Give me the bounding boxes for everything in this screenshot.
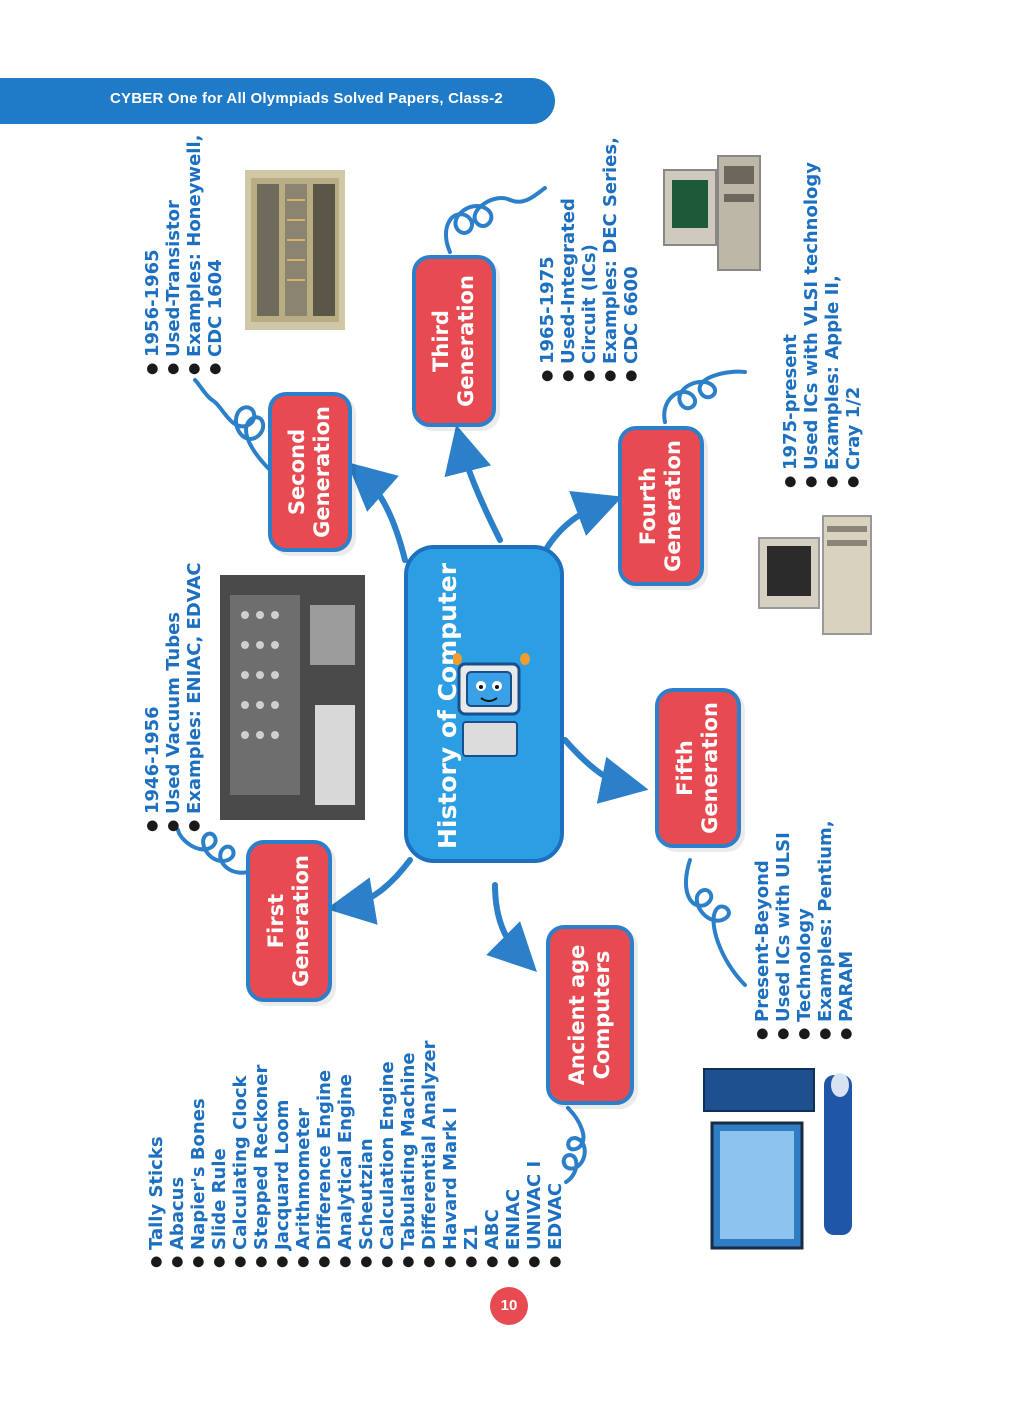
- arrow-to-second: [346, 462, 408, 563]
- list-item: 1956-1965: [142, 135, 163, 375]
- list-item: PARAM: [836, 820, 857, 1040]
- first-generation-photo: [220, 575, 365, 820]
- fifth-generation-photo: [700, 1065, 865, 1255]
- list-item: Present-Beyond: [752, 820, 773, 1040]
- swirl-second: [193, 378, 272, 472]
- second-line1: Second: [285, 428, 309, 516]
- list-item: Used-Integrated: [558, 137, 579, 382]
- list-item: Examples: DEC Series,: [600, 137, 621, 382]
- arrow-to-ancient: [486, 882, 537, 972]
- list-item: Examples: Honeywell,: [184, 135, 205, 375]
- list-item: Scheutzian: [356, 1040, 377, 1268]
- list-item: Tabulating Machine: [398, 1040, 419, 1268]
- list-item: EDVAC: [545, 1040, 566, 1268]
- arrow-to-first: [326, 857, 413, 925]
- third-line1: Third: [429, 310, 453, 372]
- list-item: Z1: [461, 1040, 482, 1268]
- third-generation-photo: [660, 150, 765, 275]
- list-item: 1975-present: [780, 162, 801, 488]
- list-item: Arithmometer: [293, 1040, 314, 1268]
- swirl-first: [176, 828, 257, 875]
- list-item: Difference Engine: [314, 1040, 335, 1268]
- list-item: Examples: Pentium,: [815, 820, 836, 1040]
- list-item: Havard Mark I: [440, 1040, 461, 1268]
- list-item: Used-Transistor: [163, 135, 184, 375]
- fifth-line2: Generation: [698, 702, 722, 834]
- fourth-generation-list: 1975-present Used ICs with VLSI technolo…: [780, 162, 864, 488]
- list-item: CDC 1604: [205, 135, 226, 375]
- list-item: Calculation Engine: [377, 1040, 398, 1268]
- first-generation-list: 1946-1956 Used Vacuum Tubes Examples: EN…: [142, 562, 205, 832]
- ancient-line1: Ancient age: [565, 944, 589, 1086]
- list-item: Examples: ENIAC, EDVAC: [184, 562, 205, 832]
- list-item: Circuit (ICs): [579, 137, 600, 382]
- list-item: Abacus: [167, 1040, 188, 1268]
- center-box: History of Computer: [404, 545, 564, 863]
- first-line2: Generation: [289, 855, 313, 987]
- fifth-generation-list: Present-Beyond Used ICs with ULSI Techno…: [752, 820, 857, 1040]
- header-bar: [0, 78, 555, 124]
- swirl-ancient: [561, 1106, 587, 1184]
- fourth-line1: Fourth: [636, 466, 660, 546]
- list-item: Used Vacuum Tubes: [163, 562, 184, 832]
- list-item: ENIAC: [503, 1040, 524, 1268]
- fifth-line1: Fifth: [673, 740, 697, 796]
- list-item: UNIVAC I: [524, 1040, 545, 1268]
- third-line2: Generation: [454, 275, 478, 407]
- arrow-to-third: [444, 424, 503, 543]
- swirl-fourth: [662, 369, 747, 424]
- fourth-generation-photo: [755, 510, 875, 640]
- list-item: Napier's Bones: [188, 1040, 209, 1268]
- swirl-fifth: [684, 858, 747, 987]
- list-item: 1965-1975: [537, 137, 558, 382]
- list-item: Cray 1/2: [843, 162, 864, 488]
- list-item: Slide Rule: [209, 1040, 230, 1268]
- list-item: Examples: Apple II,: [822, 162, 843, 488]
- list-item: Differential Analyzer: [419, 1040, 440, 1268]
- page-number: 10: [490, 1287, 528, 1325]
- ancient-line2: Computers: [590, 950, 614, 1080]
- header-title: CYBER One for All Olympiads Solved Paper…: [110, 90, 503, 107]
- arrow-to-fifth: [562, 737, 649, 804]
- list-item: 1946-1956: [142, 562, 163, 832]
- list-item: Analytical Engine: [335, 1040, 356, 1268]
- list-item: ABC: [482, 1040, 503, 1268]
- list-item: Stepped Reckoner: [251, 1040, 272, 1268]
- third-generation-list: 1965-1975 Used-Integrated Circuit (ICs) …: [537, 137, 642, 382]
- swirl-third: [444, 186, 547, 254]
- second-line2: Generation: [310, 406, 334, 538]
- second-generation-list: 1956-1965 Used-Transistor Examples: Hone…: [142, 135, 226, 375]
- ancient-computers-list: Tally Sticks Abacus Napier's Bones Slide…: [146, 1040, 566, 1268]
- second-generation-photo: [245, 170, 345, 330]
- computer-mascot-icon: [453, 653, 530, 757]
- first-line1: First: [264, 893, 288, 949]
- list-item: Used ICs with VLSI technology: [801, 162, 822, 488]
- list-item: Jacquard Loom: [272, 1040, 293, 1268]
- list-item: Calculating Clock: [230, 1040, 251, 1268]
- list-item: Technology: [794, 820, 815, 1040]
- list-item: Tally Sticks: [146, 1040, 167, 1268]
- list-item: Used ICs with ULSI: [773, 820, 794, 1040]
- list-item: CDC 6600: [621, 137, 642, 382]
- fourth-line2: Generation: [661, 440, 685, 572]
